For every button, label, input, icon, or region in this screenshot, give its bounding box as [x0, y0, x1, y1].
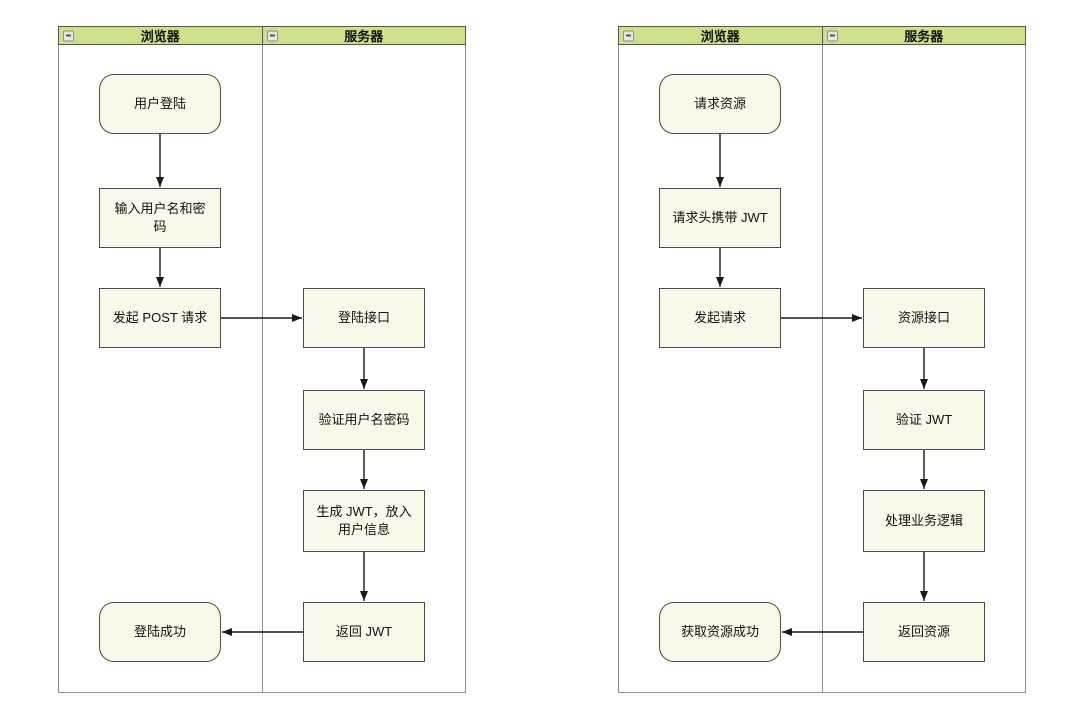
node-verify-jwt[interactable]: 验证 JWT	[863, 390, 985, 450]
node-header-with-jwt[interactable]: 请求头携带 JWT	[659, 188, 781, 248]
collapse-icon[interactable]	[826, 30, 838, 41]
node-process-business-logic[interactable]: 处理业务逻辑	[863, 490, 985, 552]
collapse-icon[interactable]	[266, 30, 278, 41]
node-verify-credentials[interactable]: 验证用户名密码	[303, 390, 425, 450]
lane-body	[58, 44, 466, 693]
lane-divider	[262, 45, 263, 692]
node-return-resource[interactable]: 返回资源	[863, 602, 985, 662]
node-login-success[interactable]: 登陆成功	[99, 602, 221, 662]
lane-header-browser[interactable]: 浏览器	[58, 26, 263, 45]
lane-header-label: 浏览器	[140, 29, 180, 44]
lane-header-server[interactable]: 服务器	[821, 26, 1026, 45]
collapse-icon[interactable]	[63, 30, 74, 41]
swimlane-diagram-access: 浏览器 服务器 请求资源 请求头携带 JWT 发起请求 资源接口 验证 JWT …	[618, 26, 1026, 693]
lane-divider	[822, 45, 823, 692]
node-get-resource-success[interactable]: 获取资源成功	[659, 602, 781, 662]
node-user-login[interactable]: 用户登陆	[99, 74, 221, 134]
node-request-resource[interactable]: 请求资源	[659, 74, 781, 134]
lane-headers: 浏览器 服务器	[58, 26, 466, 45]
swimlane-diagram-login: 浏览器 服务器 用户登陆 输入用户名和密码 发起 POST 请求 登陆接口 验证…	[58, 26, 466, 693]
lane-header-server[interactable]: 服务器	[261, 26, 466, 45]
lane-headers: 浏览器 服务器	[618, 26, 1026, 45]
node-generate-jwt[interactable]: 生成 JWT，放入用户信息	[303, 490, 425, 552]
node-enter-credentials[interactable]: 输入用户名和密码	[99, 188, 221, 248]
node-send-post-request[interactable]: 发起 POST 请求	[99, 288, 221, 348]
node-send-request[interactable]: 发起请求	[659, 288, 781, 348]
lane-header-label: 服务器	[344, 29, 384, 44]
node-resource-endpoint[interactable]: 资源接口	[863, 288, 985, 348]
lane-header-label: 浏览器	[700, 29, 740, 44]
collapse-icon[interactable]	[623, 30, 634, 41]
lane-body	[618, 44, 1026, 693]
node-return-jwt[interactable]: 返回 JWT	[303, 602, 425, 662]
lane-header-browser[interactable]: 浏览器	[618, 26, 823, 45]
node-login-endpoint[interactable]: 登陆接口	[303, 288, 425, 348]
lane-header-label: 服务器	[904, 29, 944, 44]
